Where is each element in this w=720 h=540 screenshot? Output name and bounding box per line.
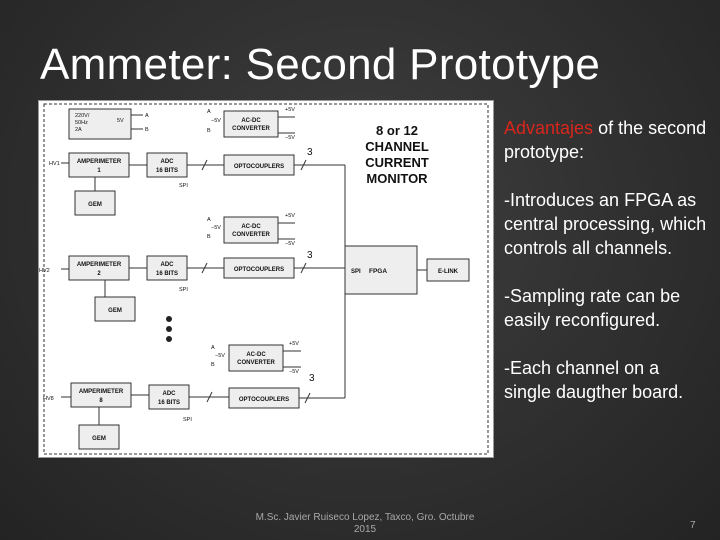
pos5v-label: +5V [289, 341, 299, 347]
transformer-box [68, 108, 132, 140]
amperimeter-box [68, 152, 130, 178]
svg-text:ADC: ADC [161, 262, 175, 268]
node-b: B [207, 234, 211, 240]
transformer-out: 5V [117, 118, 124, 124]
amperimeter-box [68, 255, 130, 281]
gem-box [74, 190, 116, 216]
adc-box [146, 255, 188, 281]
channel-8: A −5V B AC-DC CONVERTER +5V −5V HV8 AMPE… [43, 341, 345, 450]
svg-text:CONVERTER: CONVERTER [237, 360, 275, 366]
bus-width: 3 [307, 250, 313, 261]
svg-text:16 BITS: 16 BITS [156, 271, 178, 277]
svg-text:AMPERIMETER: AMPERIMETER [77, 262, 122, 268]
spi-label: SPI [179, 287, 188, 293]
fpga-spi-label: SPI [351, 269, 361, 275]
page-number: 7 [690, 520, 696, 531]
heading-line-4: MONITOR [366, 171, 428, 186]
ellipsis-dot [166, 326, 172, 332]
adc-box [148, 384, 190, 410]
heading-line-2: CHANNEL [365, 139, 429, 154]
fpga-label: FPGA [369, 268, 387, 275]
channel-2: A −5V B AC-DC CONVERTER +5V −5V HV2 AMPE… [39, 213, 345, 322]
svg-text:E-LINK: E-LINK [438, 269, 459, 275]
bullet-item: -Each channel on a single daugther board… [504, 358, 684, 402]
svg-text:16 BITS: 16 BITS [158, 400, 180, 406]
spi-label: SPI [179, 183, 188, 189]
svg-text:2: 2 [97, 271, 101, 277]
dashed-frame [43, 103, 489, 455]
neg5v-label: −5V [215, 353, 225, 359]
acdc-box [223, 216, 279, 244]
slide-title: Ammeter: Second Prototype [40, 40, 601, 89]
transformer-node-b: B [145, 127, 149, 133]
elink-box [426, 258, 470, 282]
bus-width: 3 [309, 373, 315, 384]
neg5v-label: −5V [211, 225, 221, 231]
neg5v-label: −5V [289, 369, 299, 375]
svg-text:OPTOCOUPLERS: OPTOCOUPLERS [234, 164, 284, 170]
svg-text:AC-DC: AC-DC [241, 118, 261, 124]
ellipsis-dot [166, 316, 172, 322]
adc-box [146, 152, 188, 178]
svg-text:CONVERTER: CONVERTER [232, 232, 270, 238]
svg-text:AMPERIMETER: AMPERIMETER [77, 159, 122, 165]
bullet-intro: Advantajes of the second prototype: [504, 118, 707, 162]
svg-text:8: 8 [99, 398, 103, 404]
node-b: B [207, 128, 211, 134]
node-a: A [207, 109, 211, 115]
svg-text:AMPERIMETER: AMPERIMETER [79, 389, 124, 395]
svg-text:AC-DC: AC-DC [241, 224, 261, 230]
svg-text:1: 1 [97, 168, 101, 174]
svg-text:OPTOCOUPLERS: OPTOCOUPLERS [234, 267, 284, 273]
svg-text:GEM: GEM [88, 202, 102, 208]
neg5v-label: −5V [285, 241, 295, 247]
bullet-list: Advantajes of the second prototype: -Int… [504, 116, 709, 428]
transformer-line-2: 50Hz [75, 120, 88, 126]
svg-text:GEM: GEM [108, 308, 122, 314]
fpga-box [344, 245, 418, 295]
channel-1: A −5V B AC-DC CONVERTER +5V −5V HV1 AMPE… [49, 107, 345, 216]
neg5v-label: −5V [211, 118, 221, 124]
amperimeter-box [70, 382, 132, 408]
gem-box [94, 296, 136, 322]
gem-box [78, 424, 120, 450]
bullet-item: -Introduces an FPGA as central processin… [504, 190, 707, 258]
bullet-item: -Sampling rate can be easily reconfigure… [504, 286, 681, 330]
svg-text:OPTOCOUPLERS: OPTOCOUPLERS [239, 397, 289, 403]
accent-word: Advantajes [504, 118, 594, 138]
hv-label: HV1 [49, 161, 60, 167]
hv-label: HV8 [43, 396, 54, 402]
svg-text:ADC: ADC [161, 159, 175, 165]
bus-width: 3 [307, 147, 313, 158]
node-a: A [207, 217, 211, 223]
svg-text:ADC: ADC [163, 391, 177, 397]
heading-line-3: CURRENT [365, 155, 429, 170]
node-b: B [211, 362, 215, 368]
acdc-box [228, 344, 284, 372]
spi-label: SPI [183, 417, 192, 423]
node-a: A [211, 345, 215, 351]
block-diagram: .bx { fill:#eeeeee; stroke:#333; stroke-… [38, 100, 494, 458]
transformer-node-a: A [145, 113, 149, 119]
svg-text:AC-DC: AC-DC [246, 352, 266, 358]
transformer-line-3: 2A [75, 127, 82, 133]
slide-footer: M.Sc. Javier Ruiseco Lopez, Taxco, Gro. … [255, 512, 475, 535]
transformer-line-1: 220V/ [75, 113, 90, 119]
svg-text:16 BITS: 16 BITS [156, 168, 178, 174]
svg-text:CONVERTER: CONVERTER [232, 126, 270, 132]
neg5v-label: −5V [285, 135, 295, 141]
pos5v-label: +5V [285, 213, 295, 219]
svg-text:GEM: GEM [92, 436, 106, 442]
pos5v-label: +5V [285, 107, 295, 113]
ellipsis-dot [166, 336, 172, 342]
acdc-box [223, 110, 279, 138]
heading-line-1: 8 or 12 [376, 123, 418, 138]
hv-label: HV2 [39, 268, 50, 274]
